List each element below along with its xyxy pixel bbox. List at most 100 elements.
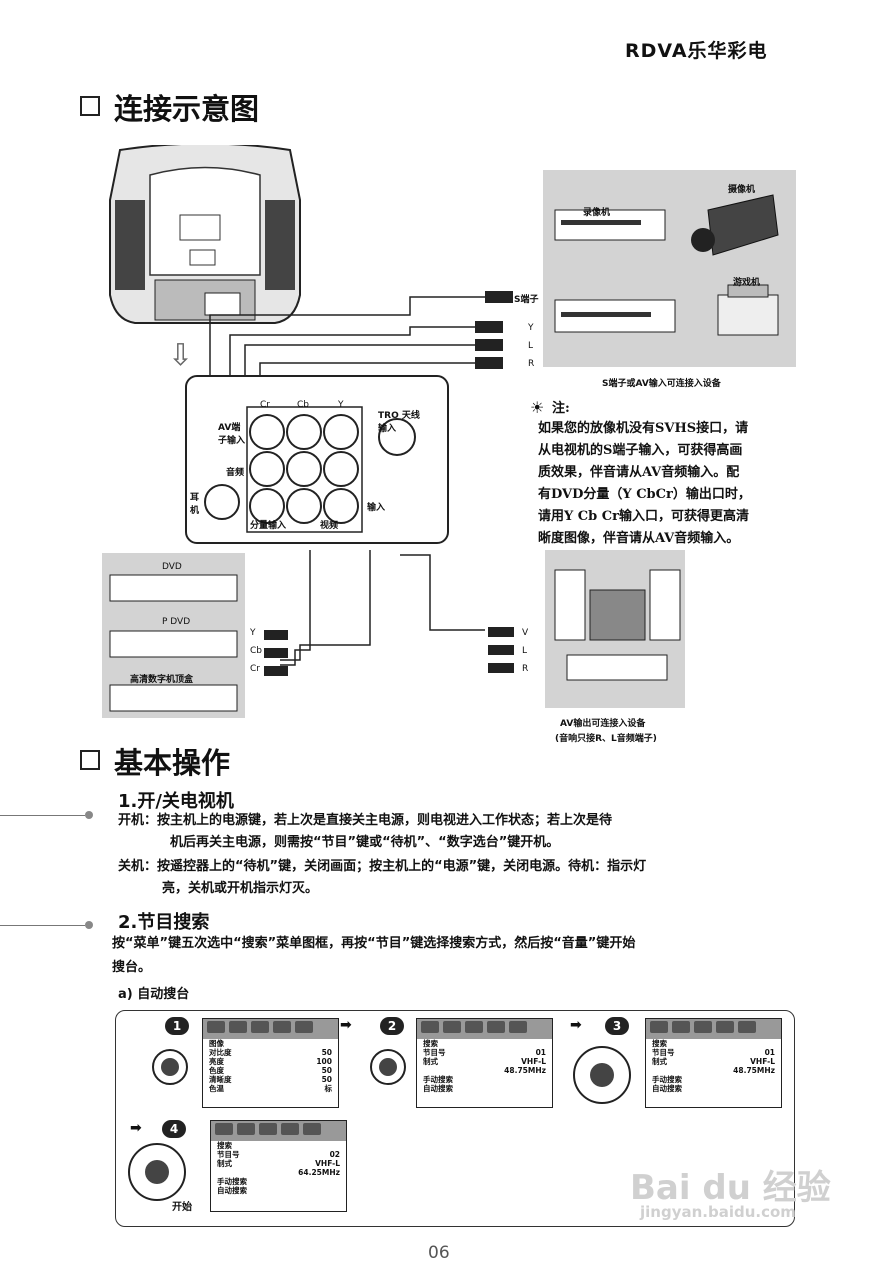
dvd-plugs [264, 630, 288, 676]
divider-line [0, 815, 85, 816]
note-title: 注: [552, 401, 570, 416]
menu-row: 自动搜索 [652, 1084, 682, 1093]
section-title-connection: 连接示意图 [80, 86, 259, 128]
av-output-drawing [554, 569, 681, 681]
remote-dpad-icon [573, 1046, 631, 1104]
brand-logo: RDVA乐华彩电 [625, 40, 768, 62]
panel-col-y: Y [338, 400, 344, 410]
port-y-label: Y [528, 323, 534, 333]
av-out-caption-note: (音响只接R、L音频端子) [555, 734, 657, 744]
op1-line3: 关机：按遥控器上的“待机”键，关闭画面；按主机上的“电源”键，关闭电源。待机：指… [118, 859, 647, 874]
baidu-watermark-logo: Bai du 经验 [630, 1168, 831, 1208]
menu-row: 48.75MHz [504, 1066, 546, 1075]
op2-line2: 搜台。 [112, 960, 152, 975]
dvd-devices-drawing [109, 574, 238, 712]
menu-tab-bar [417, 1019, 552, 1039]
baidu-watermark-url: jingyan.baidu.com [640, 1203, 796, 1221]
menu-row: 自动搜索 [217, 1186, 247, 1195]
game-console-label: 游戏机 [733, 278, 761, 288]
remote-button-icon [370, 1049, 406, 1085]
panel-rf-label: TRO 天线输入 [378, 411, 420, 434]
step-number: 1 [165, 1017, 189, 1035]
panel-audio-label: 音频 [226, 468, 245, 478]
note-line: 如果您的放像机没有SVHS接口，请 [538, 421, 749, 436]
menu-tab-bar [211, 1121, 346, 1141]
note-block: 如果您的放像机没有SVHS接口，请 从电视机的S端子输入，可获得高画 质效果，伴… [538, 418, 751, 550]
arrow-right-icon: ➡ [130, 1120, 142, 1136]
camcorder-label: 摄像机 [728, 185, 756, 195]
step-number: 4 [162, 1120, 186, 1138]
checkbox-square-icon [80, 750, 100, 770]
tv-input-panel [185, 375, 449, 544]
checkbox-square-icon [80, 96, 100, 116]
menu-row: 手动搜索 [423, 1075, 453, 1084]
dvd-port-cb: Cb [250, 646, 262, 656]
dvd-port-cr: Cr [250, 664, 260, 674]
note-line: 请用Y Cb Cr输入口，可获得更高清 [538, 509, 749, 524]
menu-title: 搜索 [652, 1039, 667, 1048]
bullet-dot [85, 921, 93, 929]
dvd-label: DVD [162, 562, 182, 572]
av-output-devices-panel [545, 550, 685, 708]
remote-button-icon [152, 1049, 188, 1085]
av-out-port-r: R [522, 664, 529, 674]
op1-line1: 开机：按主机上的电源键，若上次是直接关主电源，则电视进入工作状态；若上次是待 [118, 813, 613, 828]
op2-title: 2.节目搜索 [118, 912, 210, 933]
op1-line4: 亮，关机或开机指示灯灭。 [162, 881, 319, 896]
port-r-label: R [528, 359, 535, 369]
menu-row: 48.75MHz [733, 1066, 775, 1075]
lightbulb-icon: ☀ [530, 398, 545, 417]
av-out-port-v: V [522, 628, 529, 638]
panel-component-label: 分量输入 [250, 521, 287, 531]
section-title-text: 基本操作 [114, 746, 231, 780]
remote-dpad-icon [128, 1143, 186, 1201]
down-arrow-icon: ⇩ [168, 338, 194, 373]
av-out-caption: AV输出可连接入设备 [560, 719, 646, 729]
menu-title: 图像 [209, 1039, 224, 1048]
input-devices-panel [543, 170, 796, 367]
note-line: 质效果，伴音请从AV音频输入。配 [538, 465, 740, 480]
op1-title: 1.开/关电视机 [118, 791, 234, 812]
panel-input-label: 输入 [367, 503, 386, 513]
menu-tab-bar [203, 1019, 338, 1039]
dvd-port-y: Y [250, 628, 256, 638]
panel-col-cr: Cr [260, 400, 270, 410]
settop-label: 高清数字机顶盒 [130, 675, 194, 685]
page-number: 06 [428, 1243, 450, 1263]
menu-title: 搜索 [423, 1039, 438, 1048]
panel-headphone-label: 耳机 [190, 493, 200, 516]
s-terminal-label: S端子 [514, 295, 539, 305]
panel-jacks [204, 406, 416, 533]
menu-title: 搜索 [217, 1141, 232, 1150]
section-title-basic-ops: 基本操作 [80, 740, 230, 782]
step-number: 3 [605, 1017, 629, 1035]
section-title-text: 连接示意图 [114, 92, 260, 126]
input-devices-drawing [554, 194, 779, 336]
dvd-devices-panel [102, 553, 245, 718]
note-line: 晰度图像，伴音请从AV音频输入。 [538, 531, 740, 546]
av-out-plugs [488, 627, 514, 673]
menu-row: 色温标 [209, 1084, 332, 1093]
av-out-port-l: L [522, 646, 528, 656]
op2-line1: 按“菜单”键五次选中“搜索”菜单图框，再按“节目”键选择搜索方式，然后按“音量”… [112, 936, 636, 951]
step-number: 2 [380, 1017, 404, 1035]
menu-tab-bar [646, 1019, 781, 1039]
menu-row: 自动搜索 [423, 1084, 453, 1093]
note-line: 从电视机的S端子输入，可获得高画 [538, 443, 743, 458]
auto-search-subtitle: a) 自动搜台 [118, 987, 190, 1002]
panel-col-cb: Cb [297, 400, 309, 410]
